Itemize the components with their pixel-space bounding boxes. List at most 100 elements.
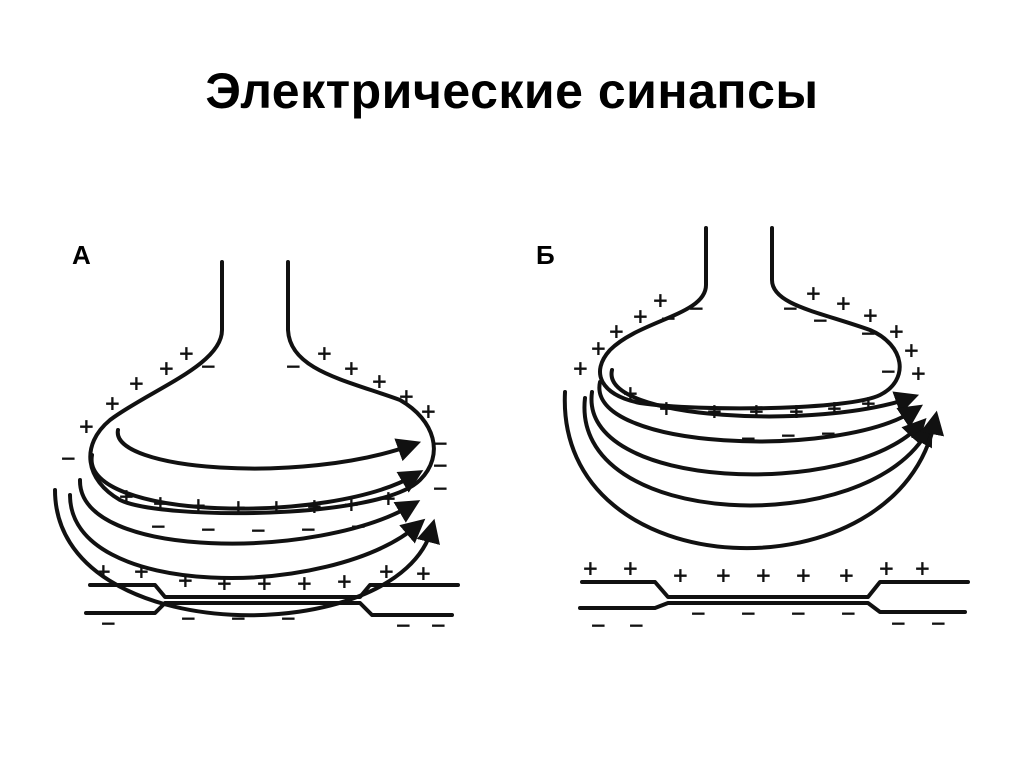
charge-plus: + (903, 338, 920, 362)
charge-plus: + (420, 399, 437, 423)
charge-minus: − (150, 514, 167, 538)
postsynaptic-membrane-upper-b (580, 580, 970, 599)
panel-label-a: А (72, 240, 91, 270)
current-loop-a2 (89, 453, 424, 511)
postsynaptic-membrane-lower-a (84, 601, 454, 617)
current-loop-b2 (597, 380, 923, 444)
charge-plus: + (590, 336, 607, 360)
charge-plus: + (748, 399, 765, 423)
charge-plus: + (316, 341, 333, 365)
charge-plus: + (835, 291, 852, 315)
charge-plus: + (177, 568, 194, 592)
charge-plus: + (622, 381, 639, 405)
charge-minus: − (890, 611, 907, 635)
charge-plus: + (805, 281, 822, 305)
current-loop-a1 (115, 428, 422, 471)
charge-minus: − (590, 613, 607, 637)
charge-plus: + (190, 493, 207, 517)
charge-plus: + (632, 304, 649, 328)
charge-minus: − (820, 421, 837, 445)
charge-plus: + (826, 396, 843, 420)
charge-plus: + (838, 563, 855, 587)
charge-minus: − (432, 476, 449, 500)
charge-plus: + (336, 569, 353, 593)
current-loop-b1 (609, 368, 920, 419)
charges-plus-b: + + + + + + + + + + + + + + + + + + + + … (572, 281, 931, 587)
charge-plus: + (306, 494, 323, 518)
charge-plus: + (230, 495, 247, 519)
charge-minus: − (690, 601, 707, 625)
charge-plus: + (582, 556, 599, 580)
charge-plus: + (415, 561, 432, 585)
charge-minus: − (880, 359, 897, 383)
panel-b: + + + + + + + + + + + + + + + + + + + + … (562, 226, 970, 637)
charge-minus: − (700, 426, 717, 450)
charge-plus: + (128, 371, 145, 395)
charge-minus: − (432, 453, 449, 477)
panel-a: + + + + + + + + + + + + + + + + + + + + … (53, 260, 460, 637)
charge-plus: + (862, 303, 879, 327)
charge-plus: + (343, 492, 360, 516)
charge-plus: + (398, 384, 415, 408)
charge-minus: − (285, 354, 302, 378)
slide-title: Электрические синапсы (205, 63, 819, 119)
current-loop-a3 (77, 478, 421, 546)
current-loop-b3 (589, 390, 927, 477)
charge-plus: + (296, 571, 313, 595)
charge-minus: − (430, 613, 447, 637)
charge-plus: + (133, 559, 150, 583)
charge-plus: + (652, 288, 669, 312)
charge-plus: + (118, 484, 135, 508)
charge-plus: + (795, 563, 812, 587)
charge-plus: + (572, 356, 589, 380)
charge-plus: + (78, 414, 95, 438)
current-loop-a4 (68, 493, 426, 580)
charges-minus-a: − − − − − − − − − − − − − − − − − (60, 354, 449, 637)
charge-plus: + (878, 556, 895, 580)
charge-plus: + (914, 556, 931, 580)
charge-minus: − (200, 354, 217, 378)
charge-minus: − (350, 514, 367, 538)
charge-plus: + (755, 563, 772, 587)
charge-minus: − (740, 601, 757, 625)
charge-minus: − (230, 606, 247, 630)
charge-minus: − (250, 518, 267, 542)
charge-minus: − (930, 611, 947, 635)
charge-plus: + (152, 491, 169, 515)
charge-plus: + (706, 399, 723, 423)
charge-plus: + (378, 559, 395, 583)
panel-label-b: Б (536, 240, 555, 270)
charge-minus: − (790, 601, 807, 625)
charge-minus: − (60, 446, 77, 470)
charge-minus: − (782, 296, 799, 320)
postsynaptic-membrane-upper-a (88, 583, 460, 599)
presynaptic-terminal-b (598, 226, 902, 411)
charge-plus: + (216, 571, 233, 595)
charge-minus: − (280, 606, 297, 630)
charge-plus: + (104, 391, 121, 415)
charge-plus: + (860, 391, 877, 415)
charge-minus: − (780, 423, 797, 447)
charge-minus: − (660, 306, 677, 330)
charge-plus: + (256, 571, 273, 595)
charge-minus: − (688, 296, 705, 320)
current-loop-b5 (562, 390, 945, 551)
charge-minus: − (840, 601, 857, 625)
charge-minus: − (740, 426, 757, 450)
charge-minus: − (812, 308, 829, 332)
charge-plus: + (672, 563, 689, 587)
charge-minus: − (200, 517, 217, 541)
charge-plus: + (658, 396, 675, 420)
charges-minus-b: − − − − − − − − − − − − − − − − − − (590, 296, 947, 637)
charge-minus: − (395, 613, 412, 637)
charge-plus: + (608, 319, 625, 343)
charge-minus: − (180, 606, 197, 630)
charge-plus: + (343, 356, 360, 380)
postsynaptic-membrane-lower-b (578, 601, 967, 614)
charge-plus: + (715, 563, 732, 587)
current-loop-b4 (582, 396, 933, 508)
charge-plus: + (268, 495, 285, 519)
charge-plus: + (380, 486, 397, 510)
charge-minus: − (860, 321, 877, 345)
charge-plus: + (622, 556, 639, 580)
